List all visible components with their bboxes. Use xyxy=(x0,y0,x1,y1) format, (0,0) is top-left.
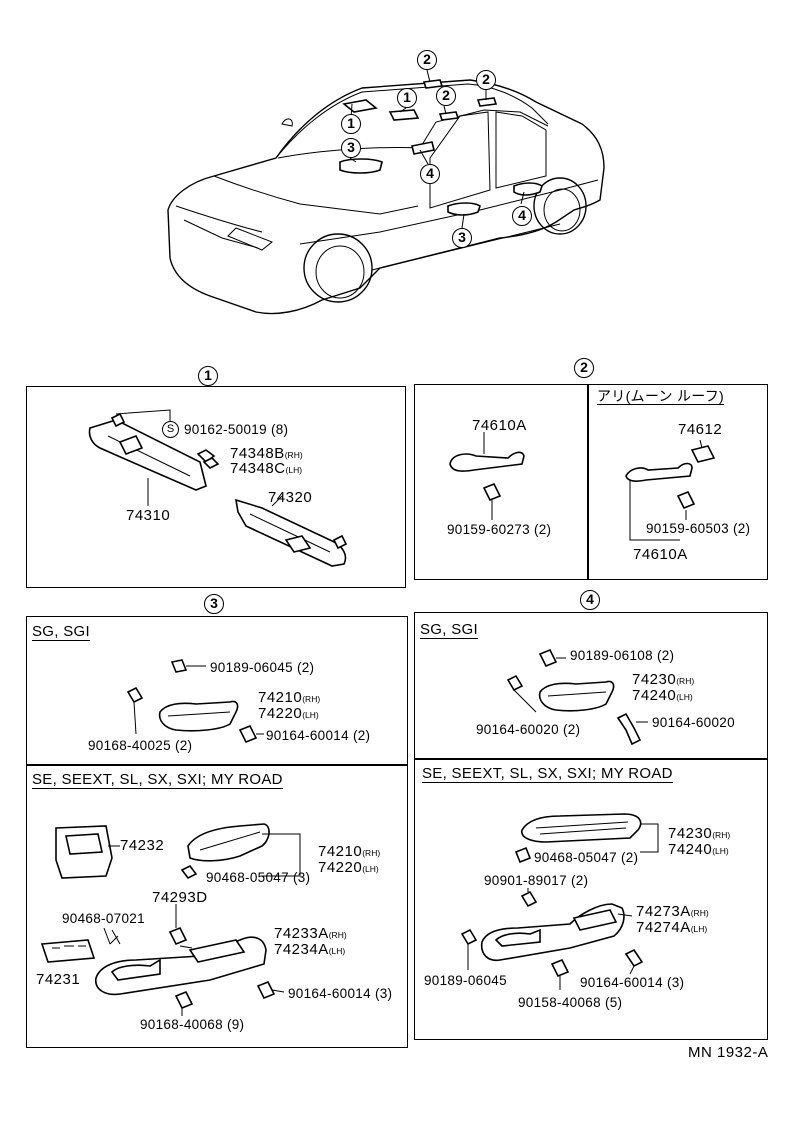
part-74273a: 74273A(RH) xyxy=(636,903,709,920)
part-74230-top: 74230(RH) xyxy=(632,671,695,688)
part-74233a: 74233A(RH) xyxy=(274,925,347,942)
section-1-sunvisor-box xyxy=(26,386,406,588)
drawing-code: MN 1932-A xyxy=(688,1044,769,1061)
part-90159-60503: 90159-60503 (2) xyxy=(646,521,751,536)
part-74274a: 74274A(LH) xyxy=(636,919,708,936)
part-74240-bottom: 74240(LH) xyxy=(668,841,729,858)
part-90164-60020-qty2: 90164-60020 (2) xyxy=(476,722,581,737)
part-90162-50019: 90162-50019 (8) xyxy=(184,422,289,437)
section-2-divider xyxy=(587,384,589,580)
car-callout-4a: 4 xyxy=(420,164,440,184)
part-74310: 74310 xyxy=(126,507,171,524)
section-marker-2: 2 xyxy=(574,358,594,378)
car-callout-2b: 2 xyxy=(476,70,496,90)
s-washer-marker: S xyxy=(162,421,179,438)
car-callout-4b: 4 xyxy=(512,206,532,226)
section-4-top-title: SG, SGI xyxy=(420,621,478,639)
part-74610a-left: 74610A xyxy=(472,417,527,434)
section-3-divider xyxy=(26,764,408,766)
part-74610a-right: 74610A xyxy=(633,546,688,563)
car-callout-1b: 1 xyxy=(341,114,361,134)
part-90189-06108: 90189-06108 (2) xyxy=(570,648,675,663)
section-2-assist-grip-box xyxy=(414,384,768,580)
part-74348c: 74348C(LH) xyxy=(230,460,303,477)
part-90189-06045-s4: 90189-06045 xyxy=(424,973,507,988)
car-callout-2a: 2 xyxy=(417,50,437,70)
part-90189-06045-top: 90189-06045 (2) xyxy=(210,660,315,675)
part-90468-05047-s3: 90468-05047 (3) xyxy=(206,870,311,885)
moon-roof-variant-title: アリ(ムーン ルーフ) xyxy=(597,388,724,405)
car-callout-3b: 3 xyxy=(452,228,472,248)
part-74293d: 74293D xyxy=(152,889,208,906)
section-marker-4: 4 xyxy=(580,590,600,610)
part-90468-07021: 90468-07021 xyxy=(62,911,145,926)
part-74348b: 74348B(RH) xyxy=(230,445,303,462)
section-4-rear-door-box xyxy=(414,612,768,1040)
car-callout-1a: 1 xyxy=(397,88,417,108)
part-90164-60020-single: 90164-60020 xyxy=(652,715,735,730)
car-callout-3a: 3 xyxy=(341,138,361,158)
part-90158-40068: 90158-40068 (5) xyxy=(518,995,623,1010)
section-4-divider xyxy=(414,758,768,760)
section-marker-3: 3 xyxy=(204,594,224,614)
part-74210-bottom: 74210(RH) xyxy=(318,843,381,860)
part-90159-60273: 90159-60273 (2) xyxy=(447,522,552,537)
section-3-front-door-box xyxy=(26,616,408,1048)
part-90164-60014-bottom: 90164-60014 (3) xyxy=(288,986,393,1001)
part-74231: 74231 xyxy=(36,971,81,988)
part-90164-60014-top: 90164-60014 (2) xyxy=(266,728,371,743)
part-74210-top: 74210(RH) xyxy=(258,689,321,706)
part-90168-40068: 90168-40068 (9) xyxy=(140,1017,245,1032)
part-74232: 74232 xyxy=(120,837,165,854)
part-74612: 74612 xyxy=(678,421,723,438)
section-marker-1: 1 xyxy=(198,366,218,386)
part-90468-05047-s4: 90468-05047 (2) xyxy=(534,850,639,865)
section-4-bottom-title: SE, SEEXT, SL, SX, SXI; MY ROAD xyxy=(422,765,673,783)
part-90168-40025: 90168-40025 (2) xyxy=(88,738,193,753)
section-3-bottom-title: SE, SEEXT, SL, SX, SXI; MY ROAD xyxy=(32,771,283,789)
part-74240-top: 74240(LH) xyxy=(632,687,693,704)
part-74230-bottom: 74230(RH) xyxy=(668,825,731,842)
section-3-top-title: SG, SGI xyxy=(32,623,90,641)
part-74220-bottom: 74220(LH) xyxy=(318,859,379,876)
car-callout-2c: 2 xyxy=(436,86,456,106)
part-74220-top: 74220(LH) xyxy=(258,705,319,722)
part-74320: 74320 xyxy=(268,489,313,506)
part-90901-89017: 90901-89017 (2) xyxy=(484,873,589,888)
part-90164-60014-s4: 90164-60014 (3) xyxy=(580,975,685,990)
part-74234a: 74234A(LH) xyxy=(274,941,346,958)
